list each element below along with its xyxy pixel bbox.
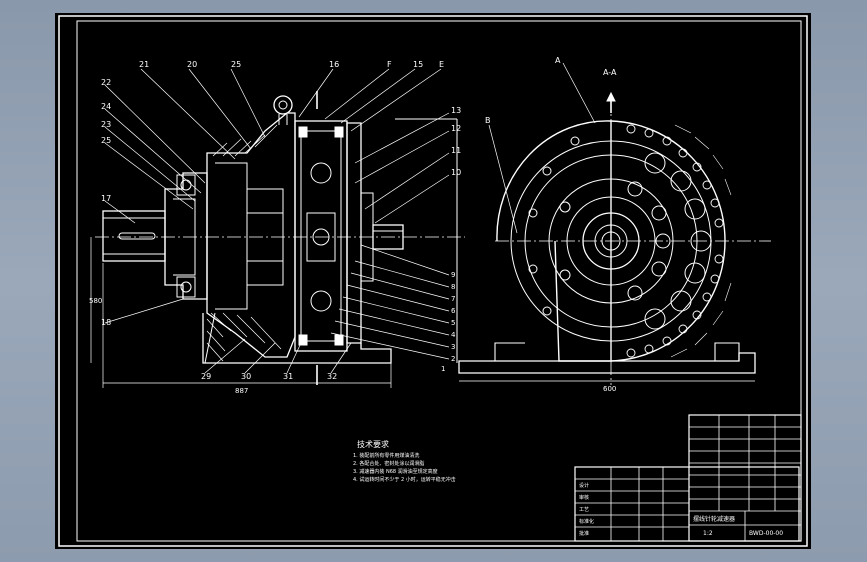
balloon-7: 7 [451, 295, 455, 303]
balloon-6: 6 [451, 307, 456, 315]
balloon-b: B [485, 116, 491, 125]
balloon-5: 5 [451, 319, 455, 327]
balloon-2: 2 [451, 355, 455, 363]
balloon-22: 22 [101, 78, 111, 87]
end-view [458, 62, 771, 385]
balloon-a: A [555, 56, 561, 65]
balloon-8: 8 [451, 283, 455, 291]
tb-row-process: 工艺 [579, 507, 589, 513]
note-4: 4. 试运转时间不少于 2 小时，运转平稳无冲击 [353, 476, 456, 483]
balloon-11: 11 [451, 146, 461, 155]
drawing-sheet: 21 20 25 16 F 15 E 22 24 23 25 17 18 13 … [55, 13, 811, 549]
balloon-e: E [439, 60, 444, 69]
notes-title: 技术要求 [357, 439, 389, 449]
section-label: A-A [603, 68, 617, 77]
tb-row-standard: 标准化 [579, 518, 594, 525]
balloon-31: 31 [283, 372, 293, 381]
balloon-21: 21 [139, 60, 149, 69]
balloon-25-top: 25 [231, 60, 241, 69]
balloon-12: 12 [451, 124, 461, 133]
balloon-18: 18 [101, 318, 111, 327]
note-1: 1. 装配前所有零件用煤油清洗 [353, 452, 419, 459]
balloon-13: 13 [451, 106, 461, 115]
note-2: 2. 各配合处、密封处涂以润滑脂 [353, 460, 424, 467]
balloon-30: 30 [241, 372, 251, 381]
tb-scale: 1:2 [703, 530, 713, 537]
tb-name: 摆线针轮减速器 [693, 515, 735, 523]
drawing-canvas: 21 20 25 16 F 15 E 22 24 23 25 17 18 13 … [58, 15, 808, 547]
section-view [90, 68, 465, 388]
balloon-17: 17 [101, 194, 111, 203]
pin-ring [627, 152, 712, 330]
dim-base-width: 600 [603, 385, 616, 393]
balloon-9: 9 [451, 271, 455, 279]
balloon-1: 1 [441, 365, 445, 373]
balloon-10: 10 [451, 168, 461, 177]
balloon-20: 20 [187, 60, 197, 69]
title-block [574, 414, 802, 542]
dim-height: 580 [89, 297, 102, 305]
balloon-32: 32 [327, 372, 337, 381]
note-3: 3. 减速器内装 N68 润滑油至规定高度 [353, 468, 438, 475]
tb-row-design: 设计 [579, 482, 589, 489]
balloon-4: 4 [451, 331, 456, 339]
balloon-24: 24 [101, 102, 111, 111]
balloon-f: F [387, 60, 392, 69]
tb-code: BWD-00-00 [749, 530, 783, 537]
outer-frame [58, 15, 808, 547]
labels: 21 20 25 16 F 15 E 22 24 23 25 17 18 13 … [89, 56, 783, 537]
balloon-23: 23 [101, 120, 111, 129]
balloon-3: 3 [451, 343, 455, 351]
dim-overall-length: 887 [235, 387, 248, 395]
tb-row-review: 审核 [579, 494, 589, 501]
balloon-25-side: 25 [101, 136, 111, 145]
inner-frame [76, 20, 802, 542]
balloon-16: 16 [329, 60, 339, 69]
tb-row-approve: 批准 [579, 530, 589, 537]
balloon-15: 15 [413, 60, 423, 69]
balloon-29: 29 [201, 372, 211, 381]
